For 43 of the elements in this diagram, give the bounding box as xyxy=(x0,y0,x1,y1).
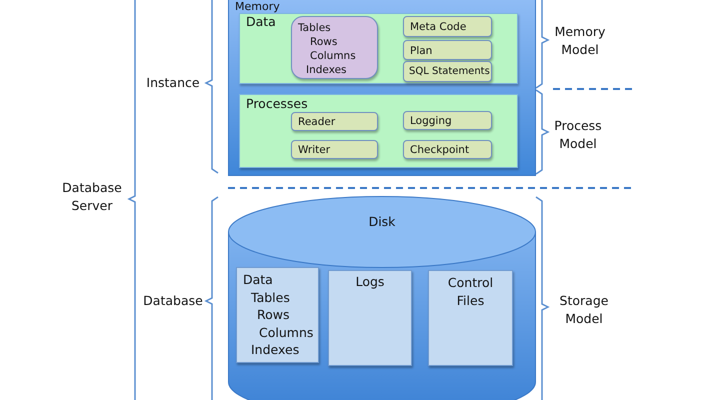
item-box xyxy=(403,111,492,130)
node-text: Rows xyxy=(257,306,290,324)
file-box xyxy=(236,267,319,363)
node-text: Indexes xyxy=(251,341,300,358)
side-label: Storage Model xyxy=(558,292,610,328)
node-text: Data xyxy=(246,14,276,29)
node-text: Logs xyxy=(356,273,384,290)
node-text: Logging xyxy=(410,114,452,128)
side-label: Process Model xyxy=(553,117,603,153)
node-text: Checkpoint xyxy=(410,143,470,157)
item-box xyxy=(403,16,492,37)
side-label: Database xyxy=(142,292,204,310)
node-text: Columns xyxy=(259,324,314,341)
node-text: Plan xyxy=(410,44,432,58)
node-text: Meta Code xyxy=(410,20,466,34)
node-text: Control Files xyxy=(446,274,494,310)
node-text: Processes xyxy=(246,96,308,112)
file-box xyxy=(328,270,412,366)
item-box xyxy=(403,40,492,60)
node-text: Data xyxy=(243,271,273,288)
node-text: Disk xyxy=(368,214,396,230)
node-text: SQL Statements xyxy=(409,65,490,79)
item-box xyxy=(403,61,492,82)
node-text: Tables xyxy=(298,21,331,35)
node-text: Writer xyxy=(298,143,330,157)
item-box xyxy=(403,140,492,159)
node-text: Reader xyxy=(298,115,336,129)
file-box xyxy=(428,270,513,366)
group-panel xyxy=(239,94,518,168)
disk-cylinder xyxy=(228,196,536,400)
item-box xyxy=(291,140,378,159)
group-panel xyxy=(239,13,518,84)
side-label: Memory Model xyxy=(554,23,606,59)
item-box xyxy=(291,112,378,131)
node-text: Tables xyxy=(251,288,290,306)
node-text: Indexes xyxy=(306,63,347,77)
memory-box xyxy=(228,0,536,176)
side-label: Database Server xyxy=(61,179,123,215)
data-box xyxy=(291,16,378,79)
node-text: Rows xyxy=(310,35,338,49)
node-text: Memory xyxy=(235,1,280,12)
node-text: Columns xyxy=(310,49,356,63)
side-label: Instance xyxy=(145,74,201,92)
